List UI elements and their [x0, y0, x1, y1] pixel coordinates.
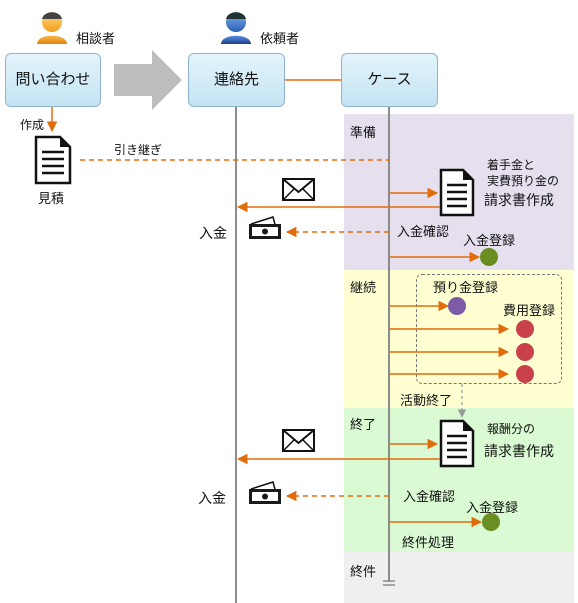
phase-label-continue: 継続 [350, 281, 377, 296]
phase-label-end: 終了 [350, 418, 377, 433]
phase-label-closed: 終件 [350, 565, 377, 580]
invoice1-line1: 着手金と [487, 158, 536, 172]
register2-dot [482, 513, 500, 531]
register1-dot [480, 248, 498, 266]
phase-band-continue [344, 270, 574, 408]
estimate-label: 見積 [38, 192, 65, 207]
phase-band-closed [344, 552, 574, 603]
expense-dot-2 [516, 343, 534, 361]
invoice2-line1: 報酬分の [487, 422, 536, 436]
payment2-label: 入金 [198, 491, 226, 507]
activity-end-label: 活動終了 [400, 394, 453, 409]
expense-dot-1 [516, 320, 534, 338]
case-box[interactable]: ケース [341, 53, 438, 107]
invoice2-line2: 請求書作成 [484, 444, 554, 460]
envelope-icon-1 [282, 178, 315, 201]
expense-dot-3 [516, 365, 534, 383]
consultant-label: 相談者 [76, 32, 116, 47]
contact-box[interactable]: 連絡先 [188, 53, 285, 107]
envelope-icon-2 [282, 429, 315, 452]
register1-label: 入金登録 [463, 234, 516, 249]
money-icon-2 [249, 481, 281, 504]
flow-big-arrow [114, 50, 182, 110]
client-label: 依頼者 [260, 32, 300, 47]
deposit-register-label: 預り金登録 [433, 281, 499, 296]
inquiry-box[interactable]: 問い合わせ [5, 53, 101, 107]
invoice1-line2: 実費預り金の [487, 174, 560, 188]
consultant-person-icon [37, 12, 67, 44]
handover-label: 引き継ぎ [114, 143, 163, 157]
closing-label: 終件処理 [402, 536, 455, 551]
client-person-icon [221, 12, 251, 44]
estimate-document-icon [34, 135, 72, 185]
confirm1-label: 入金確認 [397, 225, 450, 240]
expense-register-label: 費用登録 [503, 304, 556, 319]
confirm2-label: 入金確認 [403, 490, 456, 505]
invoice1-line3: 請求書作成 [484, 193, 554, 209]
invoice2-document-icon [439, 419, 475, 468]
register2-label: 入金登録 [466, 501, 519, 516]
money-icon-1 [249, 216, 281, 239]
phase-label-prep: 準備 [350, 126, 377, 141]
invoice1-document-icon [439, 168, 475, 217]
create-label: 作成 [20, 118, 45, 132]
deposit-dot [448, 297, 466, 315]
payment1-label: 入金 [199, 226, 227, 242]
